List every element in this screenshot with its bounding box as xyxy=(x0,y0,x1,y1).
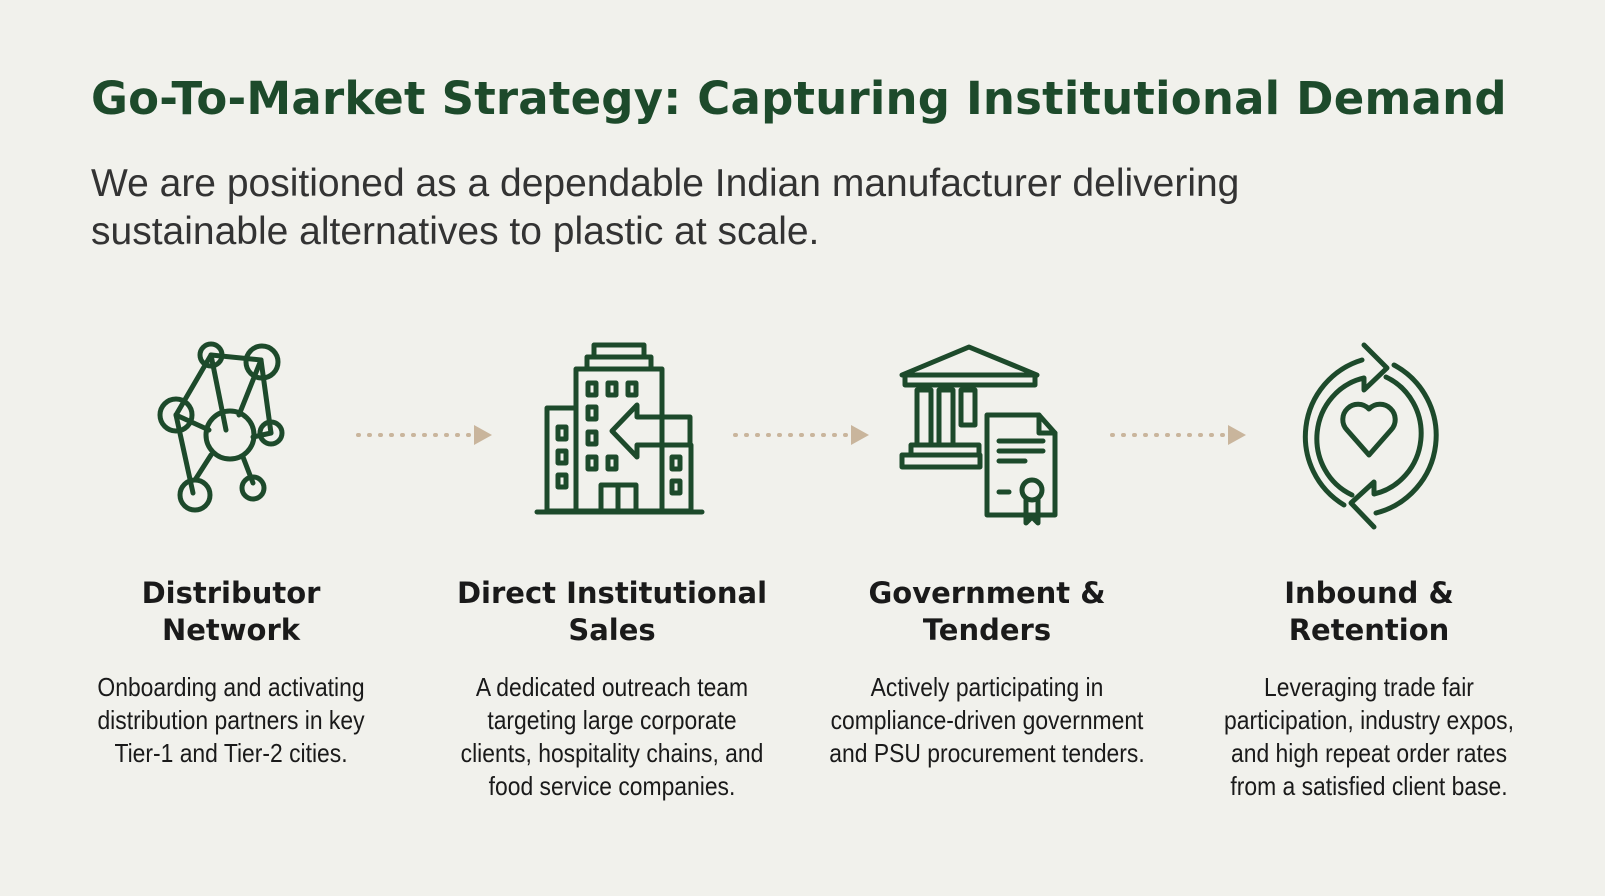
dotted-arrow-icon xyxy=(1110,425,1246,445)
step-description: Leveraging trade fair participation, ind… xyxy=(1224,672,1514,801)
dotted-arrow-icon xyxy=(356,425,492,445)
step-inbound-retention: Inbound &Retention Leveraging trade fair… xyxy=(1189,335,1549,803)
government-certificate-icon xyxy=(899,344,1058,526)
heart-cycle-icon xyxy=(1302,342,1439,530)
step-description: Onboarding and activating distribution p… xyxy=(97,672,365,768)
step-description: A dedicated outreach team targeting larg… xyxy=(460,672,764,801)
network-icon xyxy=(157,341,285,513)
step-description: Actively participating in compliance-dri… xyxy=(829,672,1145,768)
step-heading: Government &Tenders xyxy=(868,576,1106,647)
step-government-tenders: Government &Tenders Actively participati… xyxy=(807,335,1167,770)
step-heading: Inbound &Retention xyxy=(1284,576,1454,647)
page-title: Go-To-Market Strategy: Capturing Institu… xyxy=(91,72,1507,125)
building-arrow-icon xyxy=(534,342,705,515)
subtitle: We are positioned as a dependable Indian… xyxy=(91,162,1240,253)
dotted-arrow-icon xyxy=(733,425,869,445)
